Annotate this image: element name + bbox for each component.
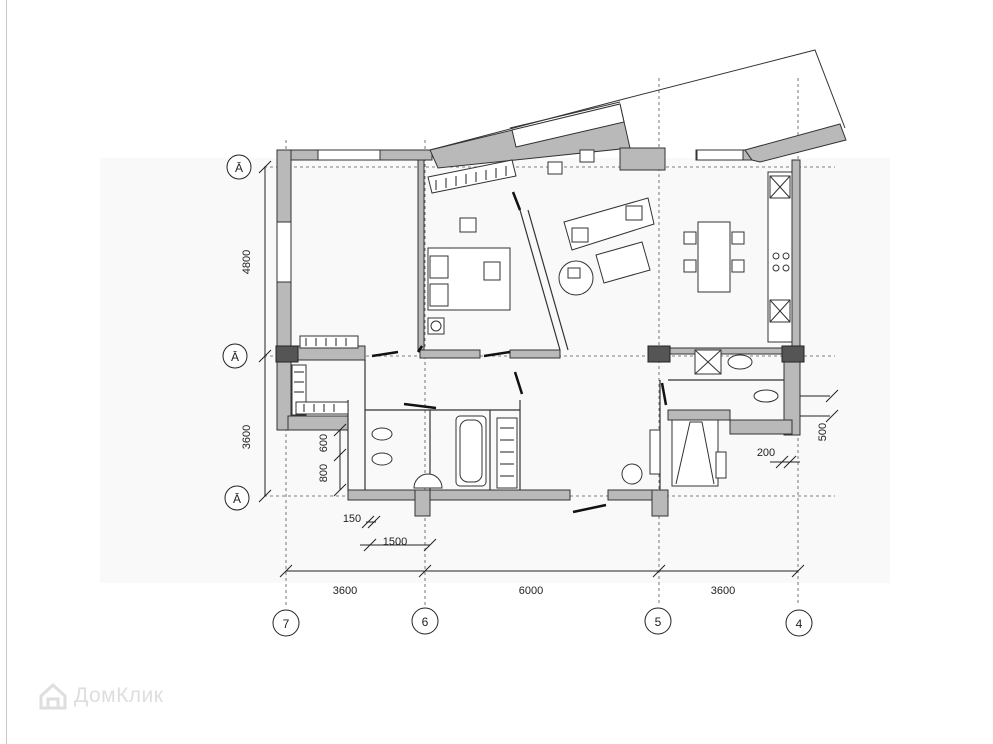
row-axis-label: Ā — [233, 492, 241, 506]
dim-600: 600 — [318, 434, 330, 452]
column-axis-label: 7 — [283, 617, 290, 631]
corner-sink — [413, 473, 443, 489]
dim-150: 150 — [343, 513, 361, 525]
dim-bottom-3600-left: 3600 — [333, 585, 357, 597]
house-logo-icon — [39, 682, 67, 710]
bathroom-sink — [727, 354, 753, 370]
columns — [275, 345, 805, 363]
dim-500: 500 — [817, 423, 829, 441]
living-furniture — [547, 149, 655, 296]
column-axis-label: 4 — [796, 617, 803, 631]
column-axis-label: 6 — [422, 615, 429, 629]
bedroom-chair — [459, 217, 477, 233]
domclick-watermark: ДомКлик — [38, 682, 163, 710]
toilet-2 — [371, 452, 393, 466]
column-axis-label: 5 — [655, 615, 662, 629]
watermark-text: ДомКлик — [74, 684, 164, 707]
dim-bottom-6000: 6000 — [519, 585, 543, 597]
dimension-lines — [258, 160, 839, 578]
balcony-outline — [429, 49, 846, 151]
hanger-marks — [294, 166, 514, 477]
shower-tray — [671, 419, 719, 487]
row-axis-label: Ā — [231, 350, 239, 364]
background-panel — [100, 158, 890, 583]
dim-left-4800: 4800 — [241, 250, 253, 274]
row-axis-a-top: Ā — [226, 154, 252, 180]
wardrobes — [291, 159, 518, 489]
floor-drain — [621, 463, 643, 485]
dim-800: 800 — [318, 464, 330, 482]
row-axis-a-bottom: Ā — [224, 485, 250, 511]
bathroom-fixtures — [371, 349, 779, 489]
row-axis-a-mid: Ā — [222, 343, 248, 369]
dim-bottom-3600-right: 3600 — [711, 585, 735, 597]
kitchen-furniture — [683, 171, 793, 343]
coffee-table — [595, 241, 651, 284]
bedroom-furniture — [427, 217, 511, 335]
dim-200: 200 — [757, 447, 775, 459]
doors — [371, 191, 668, 514]
windows — [276, 103, 744, 283]
dim-1500: 1500 — [383, 536, 407, 548]
column-axis-5: 5 — [644, 607, 672, 635]
column-axis-6: 6 — [411, 607, 439, 635]
page-edge-line — [6, 0, 7, 744]
row-axis-label: Ā — [235, 161, 243, 175]
column-axis-7: 7 — [272, 609, 300, 637]
toilet-3 — [753, 389, 779, 403]
toilet-1 — [371, 427, 393, 441]
column-axis-4: 4 — [785, 609, 813, 637]
dining-table — [697, 221, 731, 293]
dim-left-3600: 3600 — [241, 425, 253, 449]
